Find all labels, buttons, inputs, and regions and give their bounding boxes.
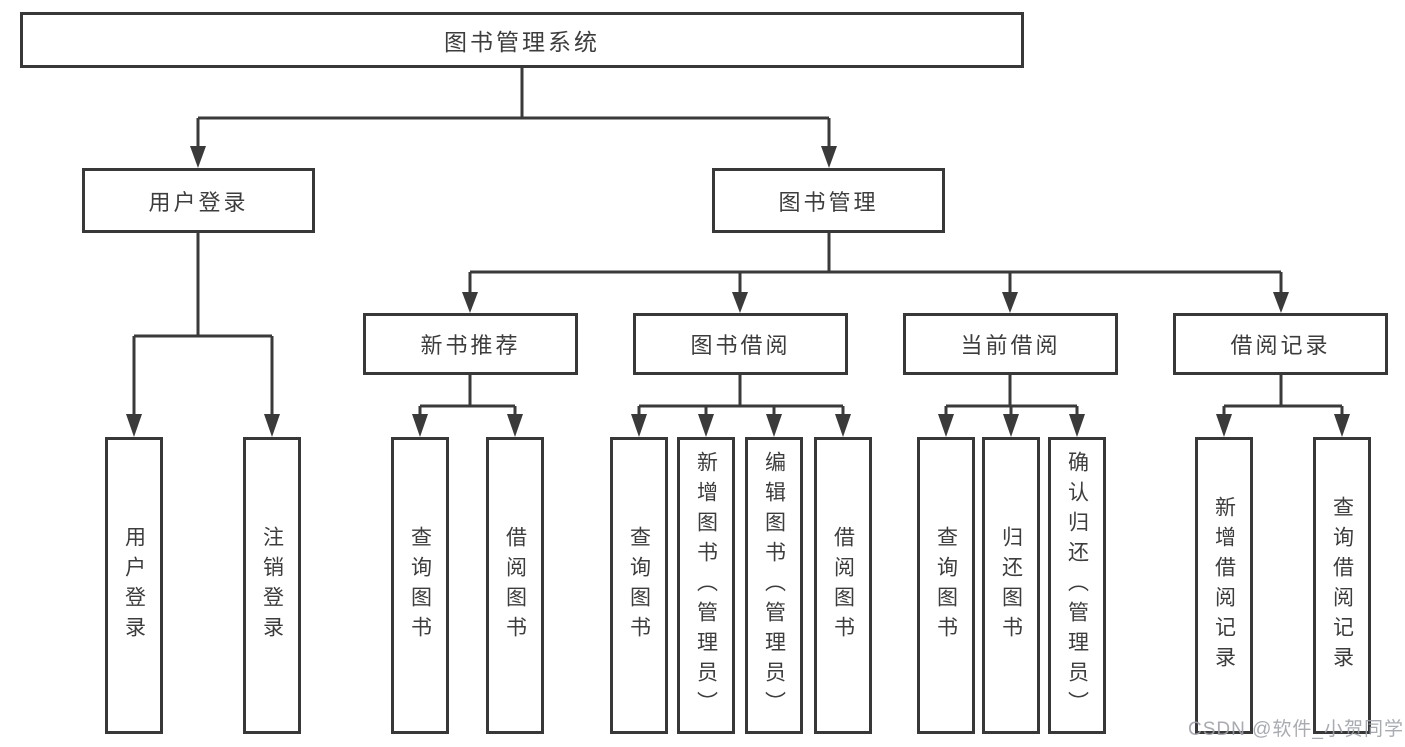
node-label: 用户登录 [148,189,249,215]
node-current-borrowing: 当前借阅 [903,313,1118,375]
node-label: 借阅记录 [1230,333,1331,358]
connector-new-book-to-leaves [412,375,523,437]
arrow-down-icon [766,414,782,437]
node-label: 新书推荐 [420,333,521,358]
node-library-system: 图书管理系统 [20,12,1024,68]
leaf-query-books-recommend: 查询图书 [391,437,449,734]
connector-user-login-to-leaves [126,233,280,437]
node-label: 用户登录 [122,525,146,646]
leaf-add-borrow-record: 新增借阅记录 [1195,437,1253,734]
arrow-down-icon [938,414,954,437]
node-label: 查询图书 [934,525,958,646]
leaf-borrow-books: 借阅图书 [814,437,872,734]
node-new-book-recommend: 新书推荐 [363,313,578,375]
node-label: 借阅图书 [831,525,855,646]
arrow-down-icon [1069,414,1085,437]
node-label: 图书借阅 [690,333,791,358]
leaf-query-books-borrowing: 查询图书 [610,437,668,734]
node-label: 查询图书 [408,525,432,646]
node-label: 归还图书 [999,525,1023,646]
leaf-edit-books-admin: 编辑图书（管理员） [745,437,803,734]
node-label: 确认归还（管理员） [1065,450,1089,721]
arrow-down-icon [190,146,206,168]
arrow-down-icon [1002,292,1018,313]
node-label: 注销登录 [260,525,284,646]
node-label: 图书管理 [778,189,879,215]
node-book-management: 图书管理 [712,168,945,233]
node-label: 新增图书（管理员） [694,450,718,721]
node-label: 图书管理系统 [444,29,600,55]
arrow-down-icon [264,414,280,437]
node-label: 当前借阅 [960,333,1061,358]
node-book-borrowing: 图书借阅 [633,313,848,375]
leaf-query-borrow-record: 查询借阅记录 [1313,437,1371,734]
connector-book-mgmt-to-level3 [462,233,1289,313]
arrow-down-icon [732,292,748,313]
csdn-watermark: CSDN @软件_小贺同学 [1188,719,1404,740]
node-label: 查询图书 [627,525,651,646]
connector-records-to-leaves [1216,375,1350,437]
node-label: 编辑图书（管理员） [762,450,786,721]
arrow-down-icon [835,414,851,437]
arrow-down-icon [631,414,647,437]
arrow-down-icon [412,414,428,437]
leaf-return-books: 归还图书 [982,437,1040,734]
arrow-down-icon [698,414,714,437]
leaf-user-login: 用户登录 [105,437,163,734]
arrow-down-icon [1003,414,1019,437]
node-label: 借阅图书 [503,525,527,646]
arrow-down-icon [1273,292,1289,313]
arrow-down-icon [1216,414,1232,437]
node-borrow-records: 借阅记录 [1173,313,1388,375]
leaf-borrow-books-recommend: 借阅图书 [486,437,544,734]
arrow-down-icon [462,292,478,313]
node-user-login: 用户登录 [82,168,315,233]
leaf-confirm-return-admin: 确认归还（管理员） [1048,437,1106,734]
node-label: 查询借阅记录 [1330,495,1354,676]
connector-root-to-level2 [190,68,837,168]
leaf-add-books-admin: 新增图书（管理员） [677,437,735,734]
connector-book-borrow-to-leaves [631,375,851,437]
arrow-down-icon [1334,414,1350,437]
leaf-query-books-current: 查询图书 [917,437,975,734]
node-label: 新增借阅记录 [1212,495,1236,676]
arrow-down-icon [507,414,523,437]
leaf-logout: 注销登录 [243,437,301,734]
connector-current-borrow-to-leaves [938,375,1085,437]
arrow-down-icon [821,146,837,168]
arrow-down-icon [126,414,142,437]
